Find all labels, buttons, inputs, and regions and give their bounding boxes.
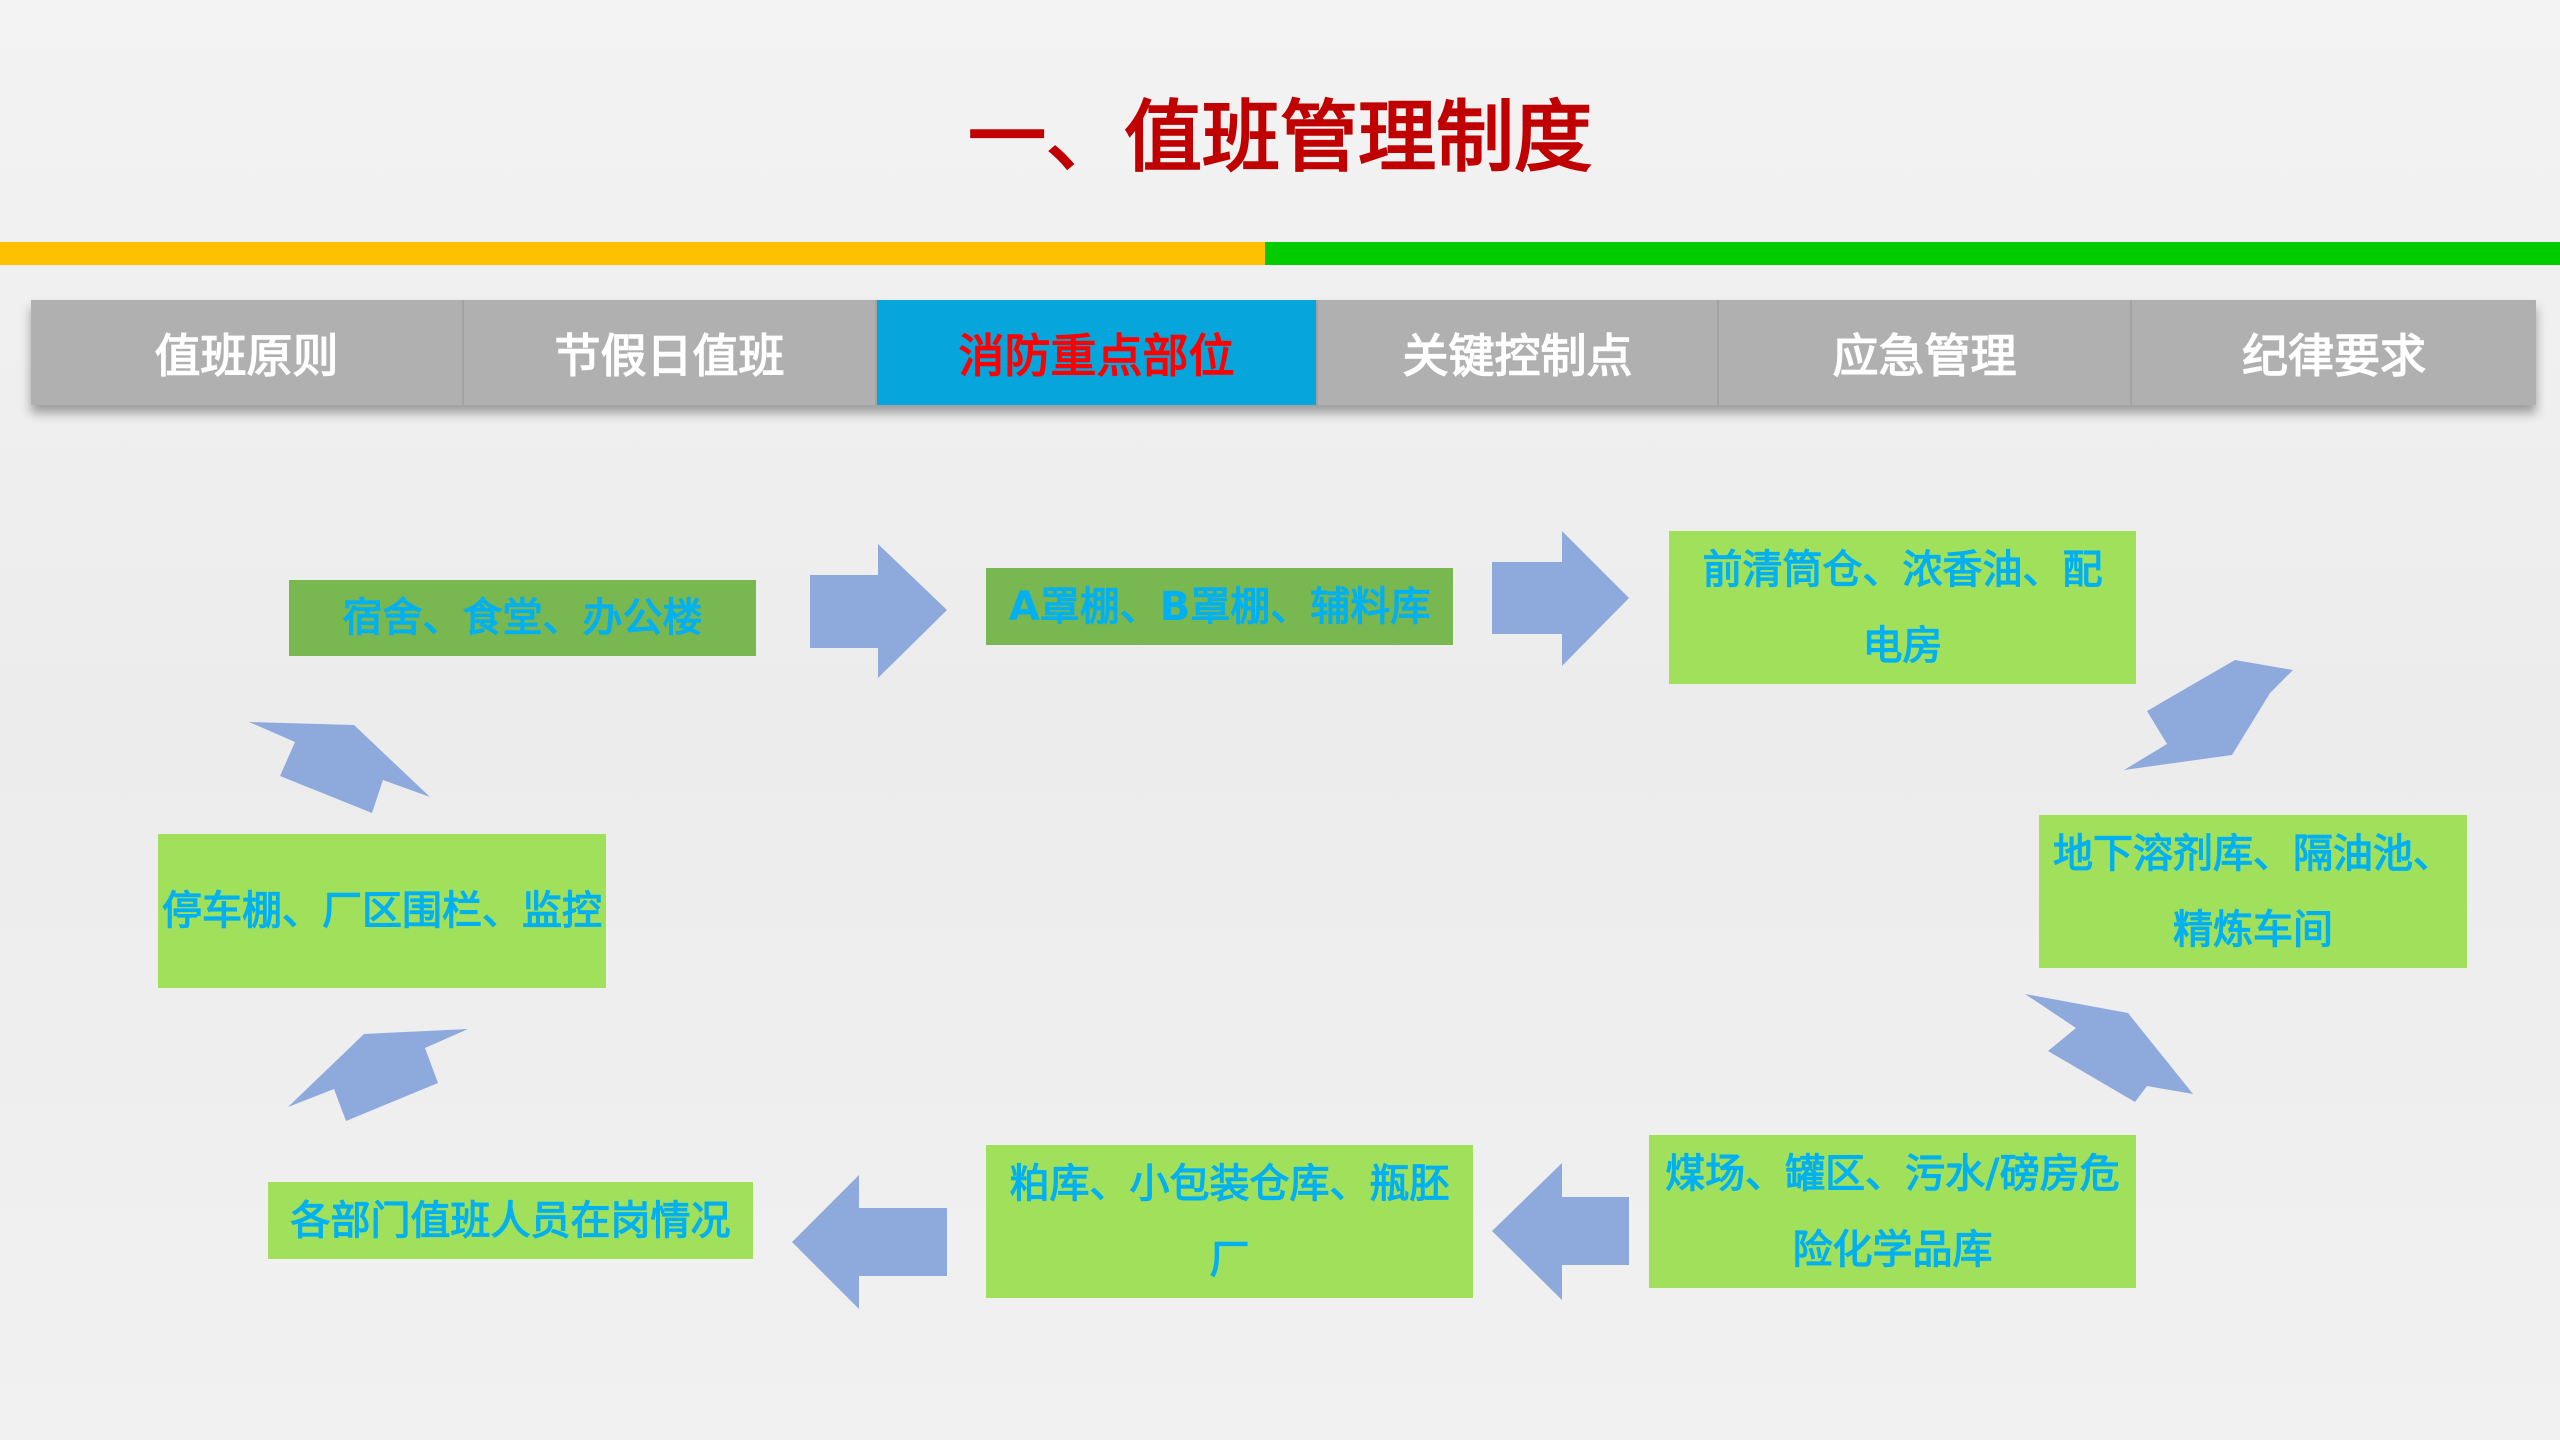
flow-box-coal-tank-area: 煤场、罐区、污水/磅房危险化学品库: [1649, 1135, 2136, 1288]
flow-box-meal-warehouse: 粕库、小包装仓库、瓶胚厂: [986, 1145, 1473, 1298]
arrow-down-left-icon: [2025, 994, 2193, 1102]
flow-box-dormitory: 宿舍、食堂、办公楼: [289, 580, 756, 656]
tab-key-control-points[interactable]: 关键控制点: [1318, 300, 1719, 405]
flow-box-solvent-storage: 地下溶剂库、隔油池、精炼车间: [2039, 815, 2467, 968]
arrow-down-left-icon: [2124, 660, 2293, 770]
flow-box-silos: 前清筒仓、浓香油、配电房: [1669, 531, 2136, 684]
tab-bar: 值班原则 节假日值班 消防重点部位 关键控制点 应急管理 纪律要求: [31, 300, 2536, 405]
accent-bar-right: [1265, 242, 2560, 265]
arrow-left-icon: [792, 1175, 947, 1309]
tab-fire-key-areas[interactable]: 消防重点部位: [877, 300, 1318, 405]
page-title: 一、值班管理制度: [967, 93, 1592, 183]
arrow-right-icon: [810, 544, 947, 678]
flow-box-parking-fence: 停车棚、厂区围栏、监控: [158, 834, 606, 988]
flow-box-duty-staff: 各部门值班人员在岗情况: [268, 1182, 753, 1259]
arrow-left-icon: [1492, 1163, 1629, 1300]
tab-emergency-management[interactable]: 应急管理: [1719, 300, 2132, 405]
tab-duty-principles[interactable]: 值班原则: [31, 300, 464, 405]
tab-holiday-duty[interactable]: 节假日值班: [464, 300, 877, 405]
arrow-up-right-icon: [249, 722, 430, 813]
tab-discipline[interactable]: 纪律要求: [2132, 300, 2536, 405]
flow-box-canopies: A罩棚、B罩棚、辅料库: [986, 568, 1453, 645]
accent-bar-left: [0, 242, 1265, 265]
arrow-right-icon: [1492, 531, 1629, 666]
arrow-up-right-icon: [288, 1029, 468, 1121]
